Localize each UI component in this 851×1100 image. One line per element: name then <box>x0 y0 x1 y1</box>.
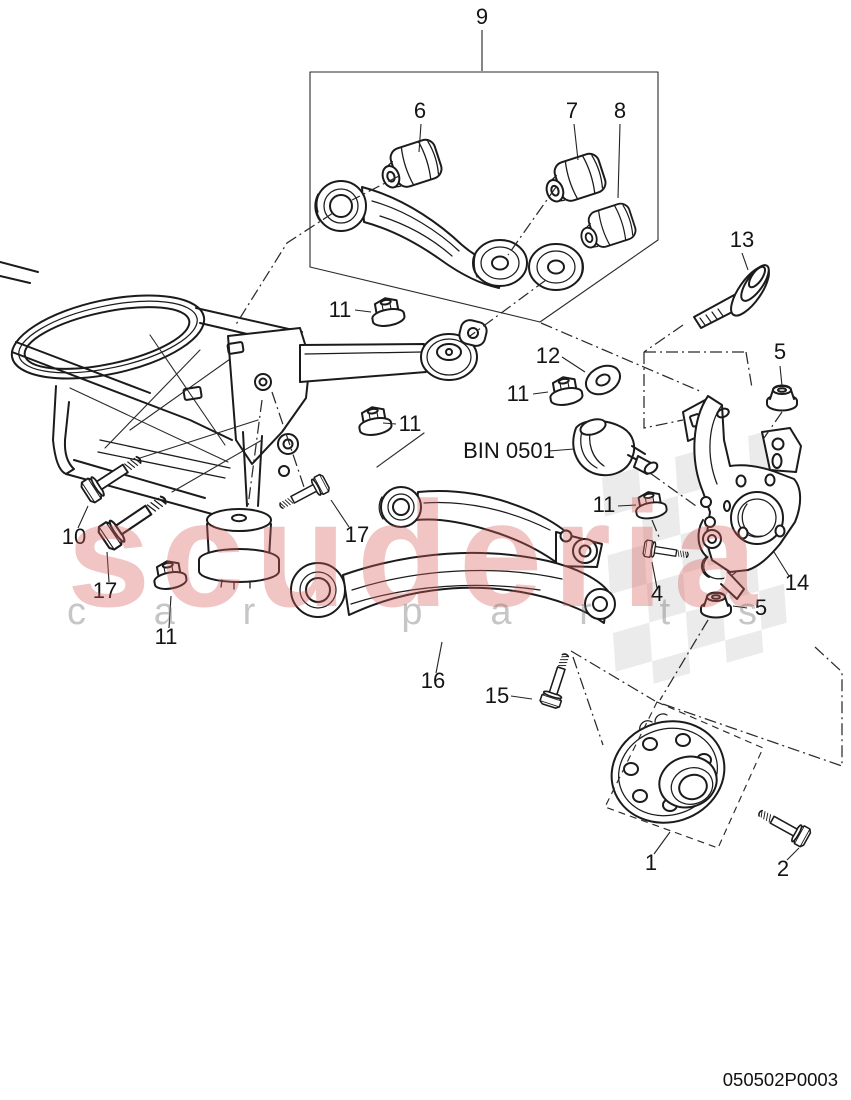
label-leader-line <box>330 499 350 528</box>
part-label: 5 <box>755 595 767 620</box>
bushing-8-drawing <box>574 200 639 254</box>
ball-joint-drawing <box>572 418 659 477</box>
part-label: 11 <box>399 411 422 436</box>
part-label: 11 <box>593 492 616 517</box>
wheel-hub-drawing <box>610 713 726 824</box>
label-leader-line <box>773 551 790 577</box>
part-label: 17 <box>345 522 369 547</box>
bushing-7-drawing <box>538 150 610 209</box>
label-leader-line <box>532 391 549 395</box>
lower-control-arm-drawing <box>290 551 616 624</box>
part-label: 14 <box>785 570 809 595</box>
part-label: 11 <box>329 297 352 322</box>
label-leader-line <box>786 847 800 861</box>
diagram-code: 050502P0003 <box>723 1069 838 1090</box>
bushing-6-drawing <box>374 136 446 195</box>
label-leader-line <box>561 356 586 373</box>
part-label: 15 <box>485 683 509 708</box>
part-label: 11 <box>155 624 178 649</box>
part-label: 6 <box>414 98 426 123</box>
label-leader-line <box>418 123 422 153</box>
part-label: 16 <box>421 668 445 693</box>
nut-5-upper-drawing <box>766 384 798 412</box>
label-leader-line <box>510 695 533 700</box>
label-leader-line <box>548 448 575 452</box>
toe-link-arm-drawing <box>299 319 488 383</box>
group-9-box <box>309 71 659 323</box>
label-leader-line <box>779 365 783 387</box>
watermark-brand-text: scuderia <box>67 470 759 638</box>
part-label: 10 <box>62 524 86 549</box>
label-leader-line <box>617 123 621 199</box>
subframe-mount-bushing-drawing <box>198 508 280 590</box>
part-label: BIN 0501 <box>463 438 555 463</box>
part-label: 5 <box>774 339 786 364</box>
label-leader-line <box>573 123 579 161</box>
label-leader-line <box>651 561 658 589</box>
part-label: 13 <box>730 227 754 252</box>
rear-subframe-drawing <box>0 261 425 515</box>
nut-11-top-drawing <box>368 294 407 330</box>
part-label: 4 <box>651 581 663 606</box>
nut-11-subframe-drawing <box>355 403 394 439</box>
part-label: 12 <box>536 343 560 368</box>
part-label: 7 <box>566 98 578 123</box>
nut-11-mid-drawing <box>546 373 585 409</box>
part-label: 1 <box>645 850 657 875</box>
label-leader-line <box>653 831 671 855</box>
label-leader-line <box>741 252 749 271</box>
assembly-leader-lines <box>234 175 843 849</box>
wheel-knuckle-drawing <box>682 395 802 600</box>
guide-link-arm-drawing <box>378 486 603 579</box>
label-leader-line <box>382 422 397 425</box>
part-label: 2 <box>777 856 789 881</box>
part-label: 11 <box>507 381 530 406</box>
part-label: 9 <box>476 4 488 29</box>
label-leader-line <box>168 595 172 629</box>
washer-12-drawing <box>584 364 622 396</box>
label-leader-line <box>106 551 110 583</box>
label-leader-line <box>77 505 89 529</box>
bolt-2-drawing <box>753 802 813 849</box>
label-leader-line <box>435 641 443 674</box>
upper-control-arm-drawing <box>314 180 584 291</box>
part-label: 17 <box>93 578 117 603</box>
label-leader-line <box>617 504 637 507</box>
label-leader-line <box>732 605 748 609</box>
bolt-15-drawing <box>538 650 577 710</box>
label-leader-line <box>354 309 372 313</box>
part-label: 8 <box>614 98 626 123</box>
eccentric-bolt-13-drawing <box>693 264 770 329</box>
